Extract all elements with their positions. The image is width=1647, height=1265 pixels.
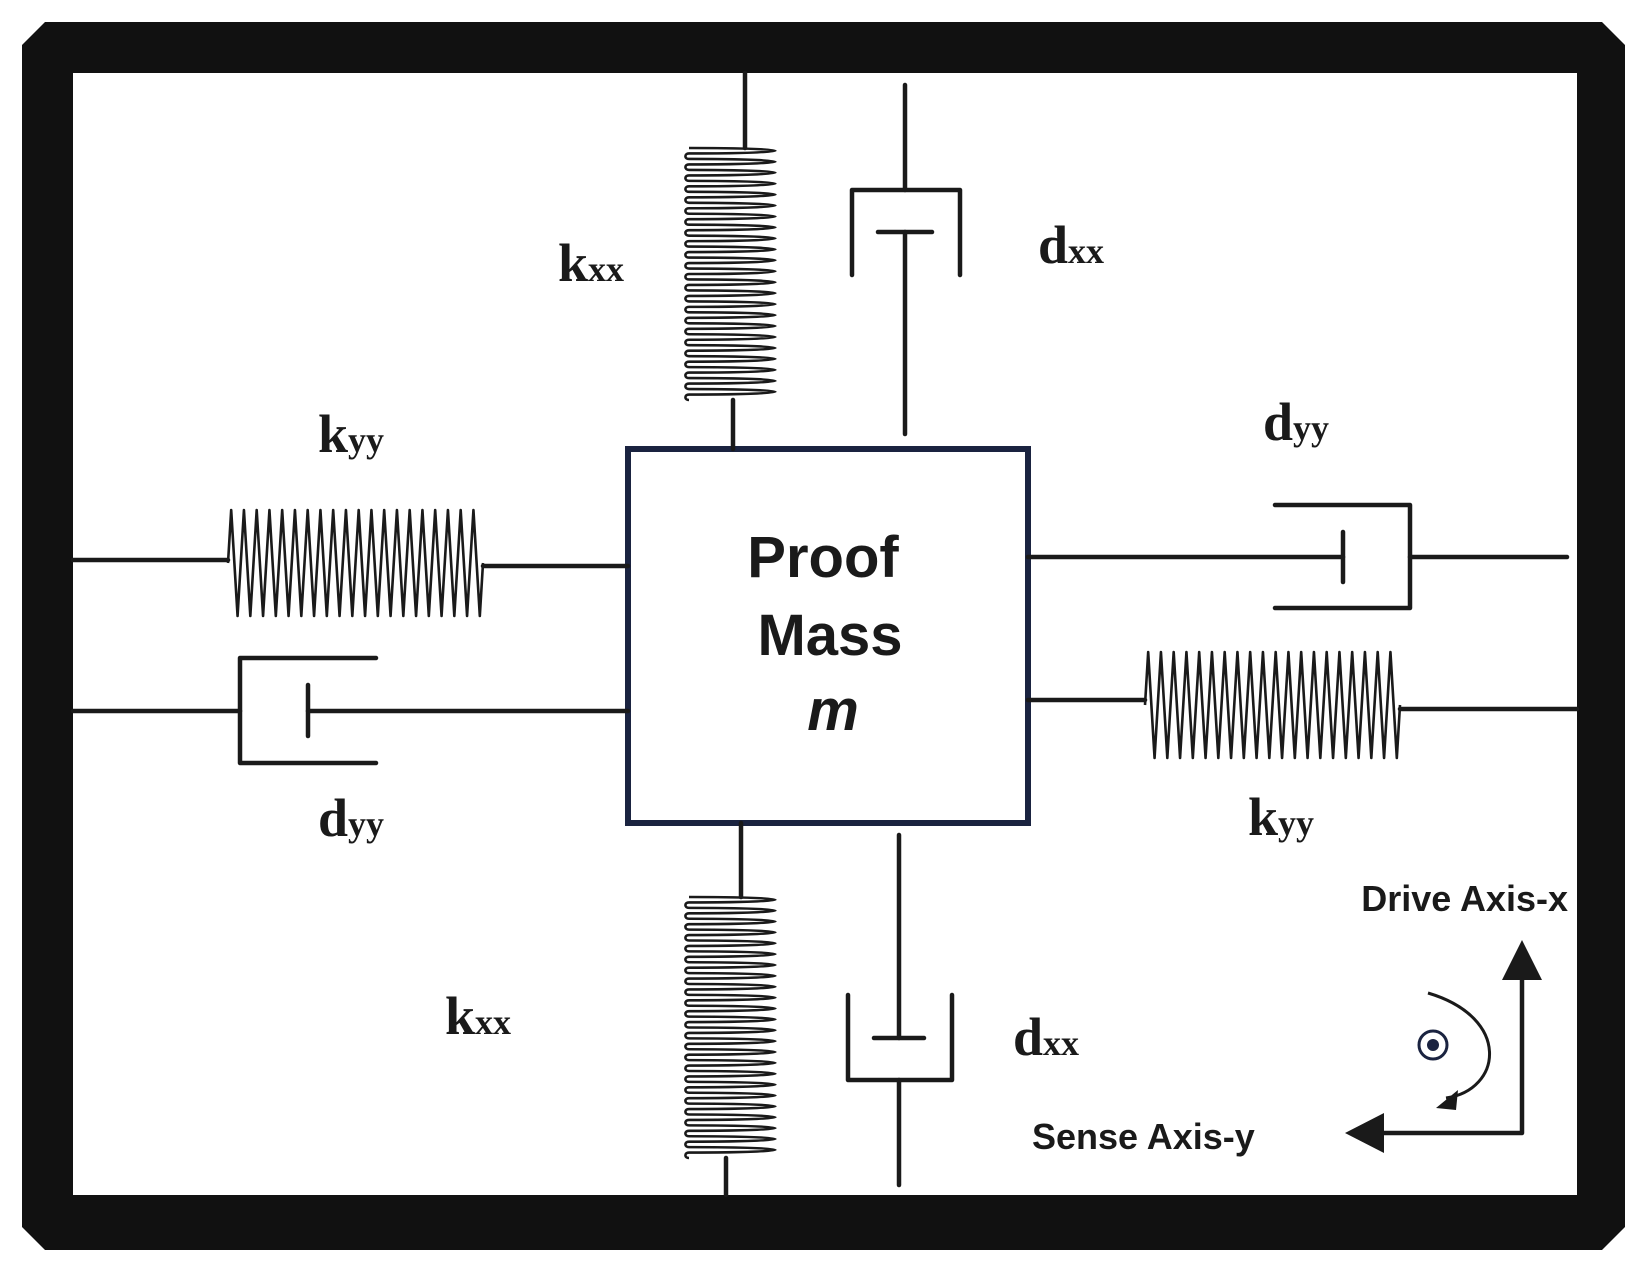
drive-axis-label: Drive Axis-x <box>1361 878 1568 919</box>
kyy-right-label: kyy <box>1248 787 1314 847</box>
dyy-left-cup <box>237 655 379 766</box>
dyy-left-label: dyy <box>318 788 384 848</box>
rotation-arc-icon <box>1427 991 1491 1100</box>
drive-axis-arrow-icon <box>1502 940 1542 980</box>
kyy-right-spring <box>1143 650 1402 760</box>
rotation-dot-icon <box>1427 1039 1439 1051</box>
kxx-bottom-spring <box>684 895 777 1160</box>
mass-label-line2: Mass <box>757 603 902 668</box>
sense-axis-arrow-icon <box>1345 1113 1384 1153</box>
axis-corner-lines <box>1365 965 1525 1136</box>
dyy-right-label: dyy <box>1263 392 1329 452</box>
kyy-left-spring <box>226 508 485 618</box>
dxx-bottom-label: dxx <box>1013 1007 1079 1067</box>
mass-label-line1: Proof <box>747 525 899 590</box>
kxx-bottom-label: kxx <box>445 986 511 1046</box>
sense-axis-label: Sense Axis-y <box>1032 1116 1255 1157</box>
kyy-left-label: kyy <box>318 404 384 464</box>
dxx-top-cup <box>849 187 963 278</box>
dxx-top-label: dxx <box>1038 215 1104 275</box>
kxx-top-label: kxx <box>558 233 624 293</box>
mass-symbol: m <box>807 678 859 743</box>
kxx-top-spring <box>684 146 777 402</box>
rotation-arrowhead-icon <box>1436 1090 1458 1110</box>
proof-mass-box <box>625 446 1031 826</box>
